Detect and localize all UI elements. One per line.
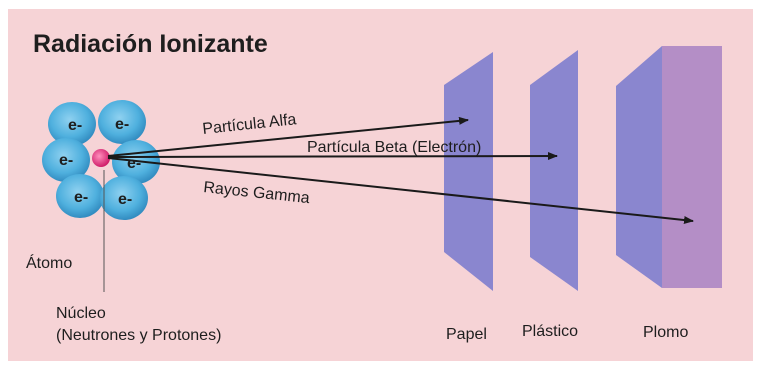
alpha-label: Partícula Alfa — [202, 111, 298, 138]
electron-lobe — [42, 138, 90, 182]
electron-label: e- — [68, 117, 82, 134]
diagram-title: Radiación Ionizante — [33, 30, 268, 58]
lead-label: Plomo — [643, 324, 688, 341]
electron-label: e- — [59, 152, 73, 169]
plastic-label: Plástico — [522, 323, 578, 340]
electron-lobe — [56, 174, 104, 218]
nucleus-label-line2: (Neutrones y Protones) — [56, 327, 221, 344]
electron-lobe — [98, 100, 146, 144]
gamma-arrow — [107, 157, 694, 225]
electron-lobe — [100, 176, 148, 220]
alpha-arrow — [107, 116, 469, 157]
electron-label: e- — [127, 155, 141, 172]
lead-barrier — [616, 46, 722, 288]
electron-lobe — [48, 102, 96, 146]
atom-icon: e- e- e- e- e- e- — [42, 100, 160, 220]
paper-barrier — [444, 52, 493, 291]
electron-label: e- — [118, 191, 132, 208]
beta-label: Partícula Beta (Electrón) — [307, 139, 481, 156]
nucleus-icon — [92, 149, 110, 167]
atom-label: Átomo — [26, 253, 72, 272]
nucleus-label-line1: Núcleo — [56, 305, 106, 322]
electron-label: e- — [115, 116, 129, 133]
plastic-barrier — [530, 50, 578, 291]
paper-label: Papel — [446, 326, 487, 343]
gamma-label: Rayos Gamma — [203, 179, 311, 207]
electron-label: e- — [74, 189, 88, 206]
beta-arrow — [107, 152, 558, 161]
